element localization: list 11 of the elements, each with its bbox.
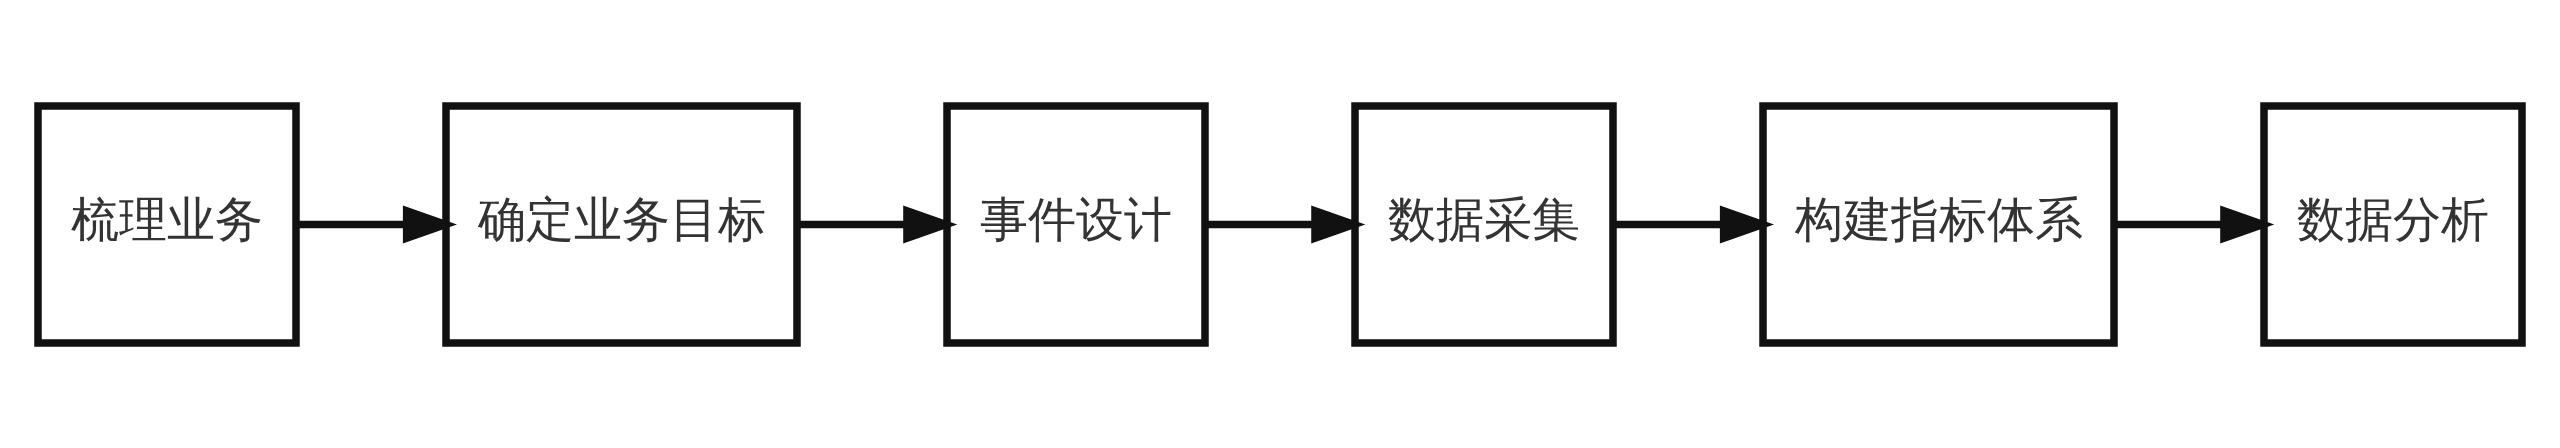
arrow xyxy=(1205,205,1366,243)
node-box: 梳理业务 xyxy=(34,101,300,347)
arrow xyxy=(1613,205,1774,243)
node-box: 数据分析 xyxy=(2260,101,2526,347)
node-box: 构建指标体系 xyxy=(1759,101,2118,347)
arrow xyxy=(2114,205,2275,243)
arrow xyxy=(296,205,457,243)
arrow xyxy=(797,205,958,243)
node-box: 数据采集 xyxy=(1351,101,1617,347)
node-box: 事件设计 xyxy=(943,101,1209,347)
node-box: 确定业务目标 xyxy=(442,101,801,347)
